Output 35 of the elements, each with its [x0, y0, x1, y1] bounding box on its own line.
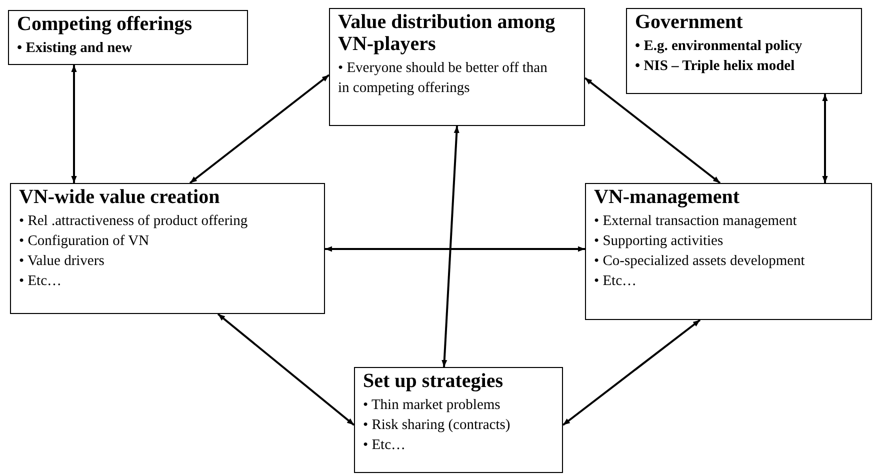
bullet-item: • Thin market problems [363, 396, 502, 415]
box-heading: Value distribution among VN-players [338, 11, 556, 55]
bullet-item: • Configuration of VN [19, 232, 150, 251]
double-arrow [562, 319, 701, 426]
text-box [354, 367, 563, 473]
double-arrow [584, 77, 721, 184]
double-arrow [71, 65, 77, 183]
bullet-item: • Co-specialized assets development [594, 252, 806, 271]
bullet-item: • Everyone should be better off than in competing offerings [338, 59, 548, 98]
text-box [585, 183, 872, 320]
double-arrow [325, 246, 585, 252]
bullet-item: • Value drivers [19, 252, 106, 271]
bullet-item: • Risk sharing (contracts) [363, 416, 512, 435]
double-arrow [442, 126, 460, 368]
box-heading: Set up strategies [363, 370, 504, 392]
bullet-item: • Etc… [363, 436, 407, 455]
text-box [8, 10, 248, 65]
bullet-item: • Etc… [19, 272, 63, 291]
bullet-item: • Etc… [594, 272, 638, 291]
bullet-item: • Existing and new [17, 39, 134, 58]
bullet-item: • E.g. environmental policy [635, 37, 804, 56]
box-heading: Competing offerings [17, 13, 193, 35]
double-arrow [189, 74, 330, 184]
text-box [10, 183, 325, 314]
bullet-item: • External transaction management [594, 212, 798, 231]
text-box [329, 8, 585, 126]
box-heading: VN-wide value creation [19, 186, 221, 208]
box-heading: Government [635, 11, 744, 33]
box-heading: VN-management [594, 186, 741, 208]
bullet-item: • Rel .attractiveness of product offering [19, 212, 249, 231]
bullet-item: • NIS – Triple helix model [635, 57, 796, 76]
text-box [626, 8, 862, 94]
bullet-item: • Supporting activities [594, 232, 724, 251]
double-arrow [822, 94, 828, 183]
double-arrow [217, 313, 355, 426]
